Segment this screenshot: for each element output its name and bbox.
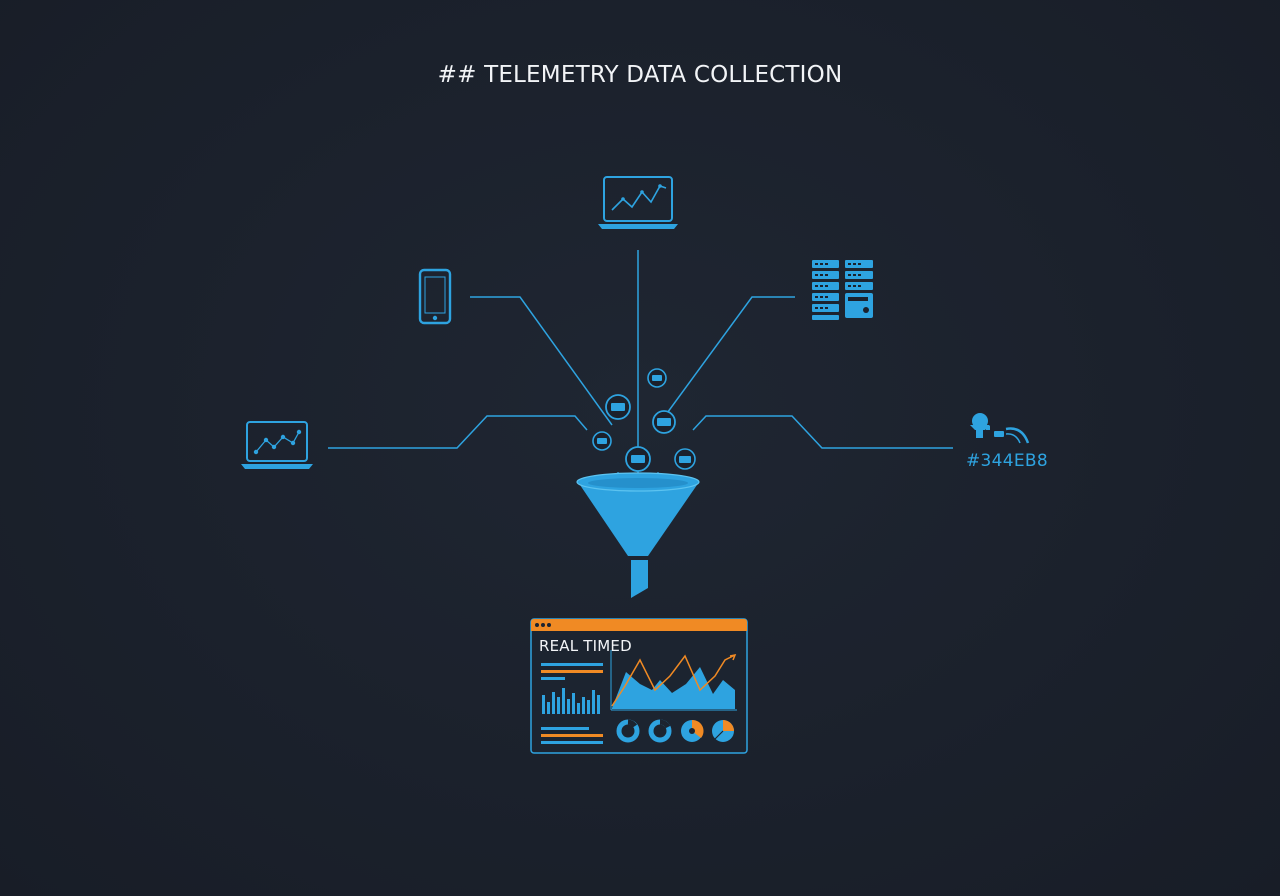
iot-sensor-icon [970,413,1030,444]
mini-area-chart [610,650,737,711]
dashboard-title: REAL TIMED [539,637,632,655]
data-packet-icon [592,431,612,451]
mini-bar-chart [542,688,600,714]
dashboard-window-icon [530,618,748,754]
mini-donut-charts [616,719,734,743]
data-packets [592,368,696,488]
connector-laptop-left [328,415,588,449]
diagram-title: ## TELEMETRY DATA COLLECTION [437,62,843,88]
data-packet-icon [674,448,696,470]
iot-device-label: #344EB8 [966,451,1049,471]
data-packet-icon [647,368,667,388]
data-packet-icon [605,394,631,420]
funnel-icon [576,472,700,598]
data-packet-icon [652,410,676,434]
server-rack-icon [812,260,873,320]
laptop-network-graph-icon [241,421,313,469]
laptop-line-chart-icon [598,176,678,229]
connector-iot-right [692,415,953,449]
connector-server-right [661,296,795,421]
data-packet-icon [625,446,651,472]
connector-mobile-left [470,296,613,426]
smartphone-icon [418,268,452,325]
